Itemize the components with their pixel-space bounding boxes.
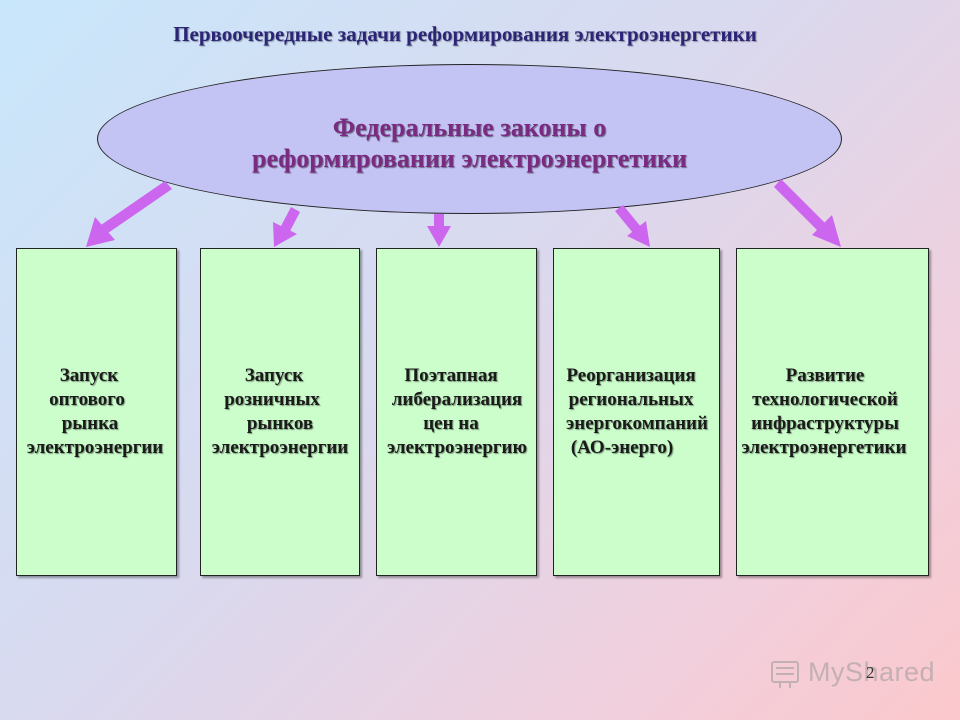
box-retail-markets [200, 248, 360, 576]
box-price-liberalization [376, 248, 537, 576]
box-line: технологической [752, 389, 898, 410]
box-line: электроэнергию [386, 437, 528, 458]
arrow-to-infrastructure [774, 179, 841, 247]
arrow-to-liberalization [427, 214, 451, 247]
arrow-to-retail [273, 207, 300, 247]
box-line: региональных [568, 389, 694, 410]
federal-laws-line-1: Федеральные законы о [332, 113, 607, 142]
box-line: Запуск [59, 365, 119, 386]
page-number: 2 [866, 663, 875, 682]
box-line: электроэнергетики [741, 437, 907, 458]
federal-laws-line-2: реформировании электроэнергетики [251, 144, 688, 173]
federal-laws-label: Федеральные законы о реформировании элек… [97, 112, 842, 174]
box-line: электроэнергии [211, 437, 349, 458]
box-retail-label: Запуск розничных рынков электроэнергии [185, 364, 375, 460]
box-line: либерализация [391, 389, 523, 410]
box-line: электроэнергии [26, 437, 164, 458]
box-reorganization-label: Реорганизация региональных энергокомпани… [537, 364, 737, 460]
box-line: Поэтапная [404, 365, 498, 386]
arrow-to-reorganization [615, 205, 650, 247]
box-line: оптового [49, 389, 125, 410]
box-line: рынка [61, 413, 119, 434]
box-line: Реорганизация [566, 365, 696, 386]
box-line: розничных [224, 389, 320, 410]
watermark-text: MyShared [808, 657, 936, 687]
box-line: Запуск [244, 365, 304, 386]
box-line: энергокомпаний [566, 413, 708, 434]
slide-title: Первоочередные задачи реформирования эле… [173, 22, 757, 46]
box-infrastructure [736, 248, 929, 576]
box-regional-reorganization [553, 248, 720, 576]
box-line: цен на [423, 413, 479, 434]
box-line: (АО-энерго) [570, 437, 674, 458]
arrow-to-wholesale [86, 181, 172, 247]
box-infrastructure-label: Развитие технологической инфраструктуры … [728, 364, 928, 460]
box-wholesale-label: Запуск оптового рынка электроэнергии [0, 364, 190, 460]
watermark-logo-icon [771, 661, 799, 688]
box-line: инфраструктуры [751, 413, 899, 434]
box-line: рынков [246, 413, 314, 434]
box-wholesale-market [16, 248, 177, 576]
box-liberalization-label: Поэтапная либерализация цен на электроэн… [357, 364, 557, 460]
box-line: Развитие [785, 365, 865, 386]
federal-laws-ellipse [97, 64, 842, 214]
